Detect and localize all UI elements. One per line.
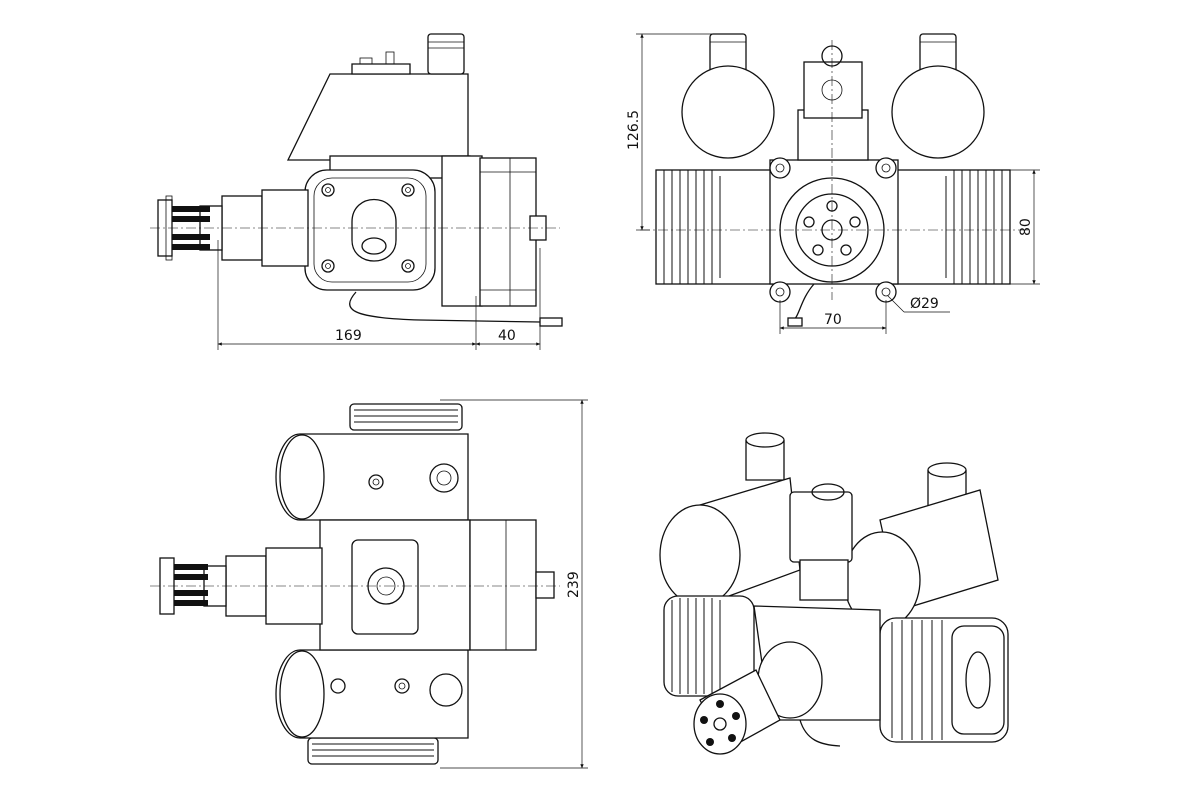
side-view: 169 40 bbox=[150, 33, 563, 350]
muffler-right bbox=[891, 65, 985, 159]
exhaust-stub-iso-left bbox=[745, 440, 785, 481]
dim-total-width-label: 239 bbox=[566, 571, 582, 598]
dim-height-label: 126.5 bbox=[626, 110, 642, 150]
front-view: 126.5 80 70 Ø29 bbox=[626, 33, 1040, 334]
dim-bolt-pattern-label: 70 bbox=[824, 312, 842, 328]
fins-top bbox=[349, 403, 463, 431]
cylinder-right bbox=[891, 169, 1011, 285]
exhaust-stub bbox=[427, 33, 465, 75]
hub-bolt-holes bbox=[803, 200, 861, 256]
wire-connector bbox=[539, 317, 563, 327]
spark-plug-boss bbox=[351, 199, 397, 262]
cylinder-iso-left bbox=[663, 595, 755, 697]
muffler-left bbox=[681, 65, 775, 159]
dim-length-label: 169 bbox=[335, 328, 362, 344]
cylinder-iso-right bbox=[879, 617, 1009, 743]
carburetor-iso bbox=[789, 491, 853, 563]
cylinder-left bbox=[655, 169, 775, 285]
fins-bottom bbox=[307, 737, 439, 765]
crankcase-rear bbox=[441, 155, 483, 307]
ignition-wire bbox=[349, 291, 541, 323]
carburetor-front bbox=[803, 61, 863, 119]
ignition-top bbox=[469, 519, 537, 651]
air-box bbox=[286, 73, 469, 161]
dim-width-label: 80 bbox=[1018, 218, 1034, 236]
ignition-housing bbox=[479, 157, 537, 307]
intake-iso bbox=[799, 559, 849, 601]
dim-diameter-label: Ø29 bbox=[910, 296, 939, 312]
carburetor-top-view bbox=[351, 539, 419, 635]
top-view: 239 bbox=[150, 399, 588, 769]
dim-prop-label: 40 bbox=[498, 328, 516, 344]
carburetor-top bbox=[351, 63, 411, 75]
muffler-top-lower bbox=[275, 649, 469, 739]
perspective-view bbox=[659, 432, 1009, 755]
